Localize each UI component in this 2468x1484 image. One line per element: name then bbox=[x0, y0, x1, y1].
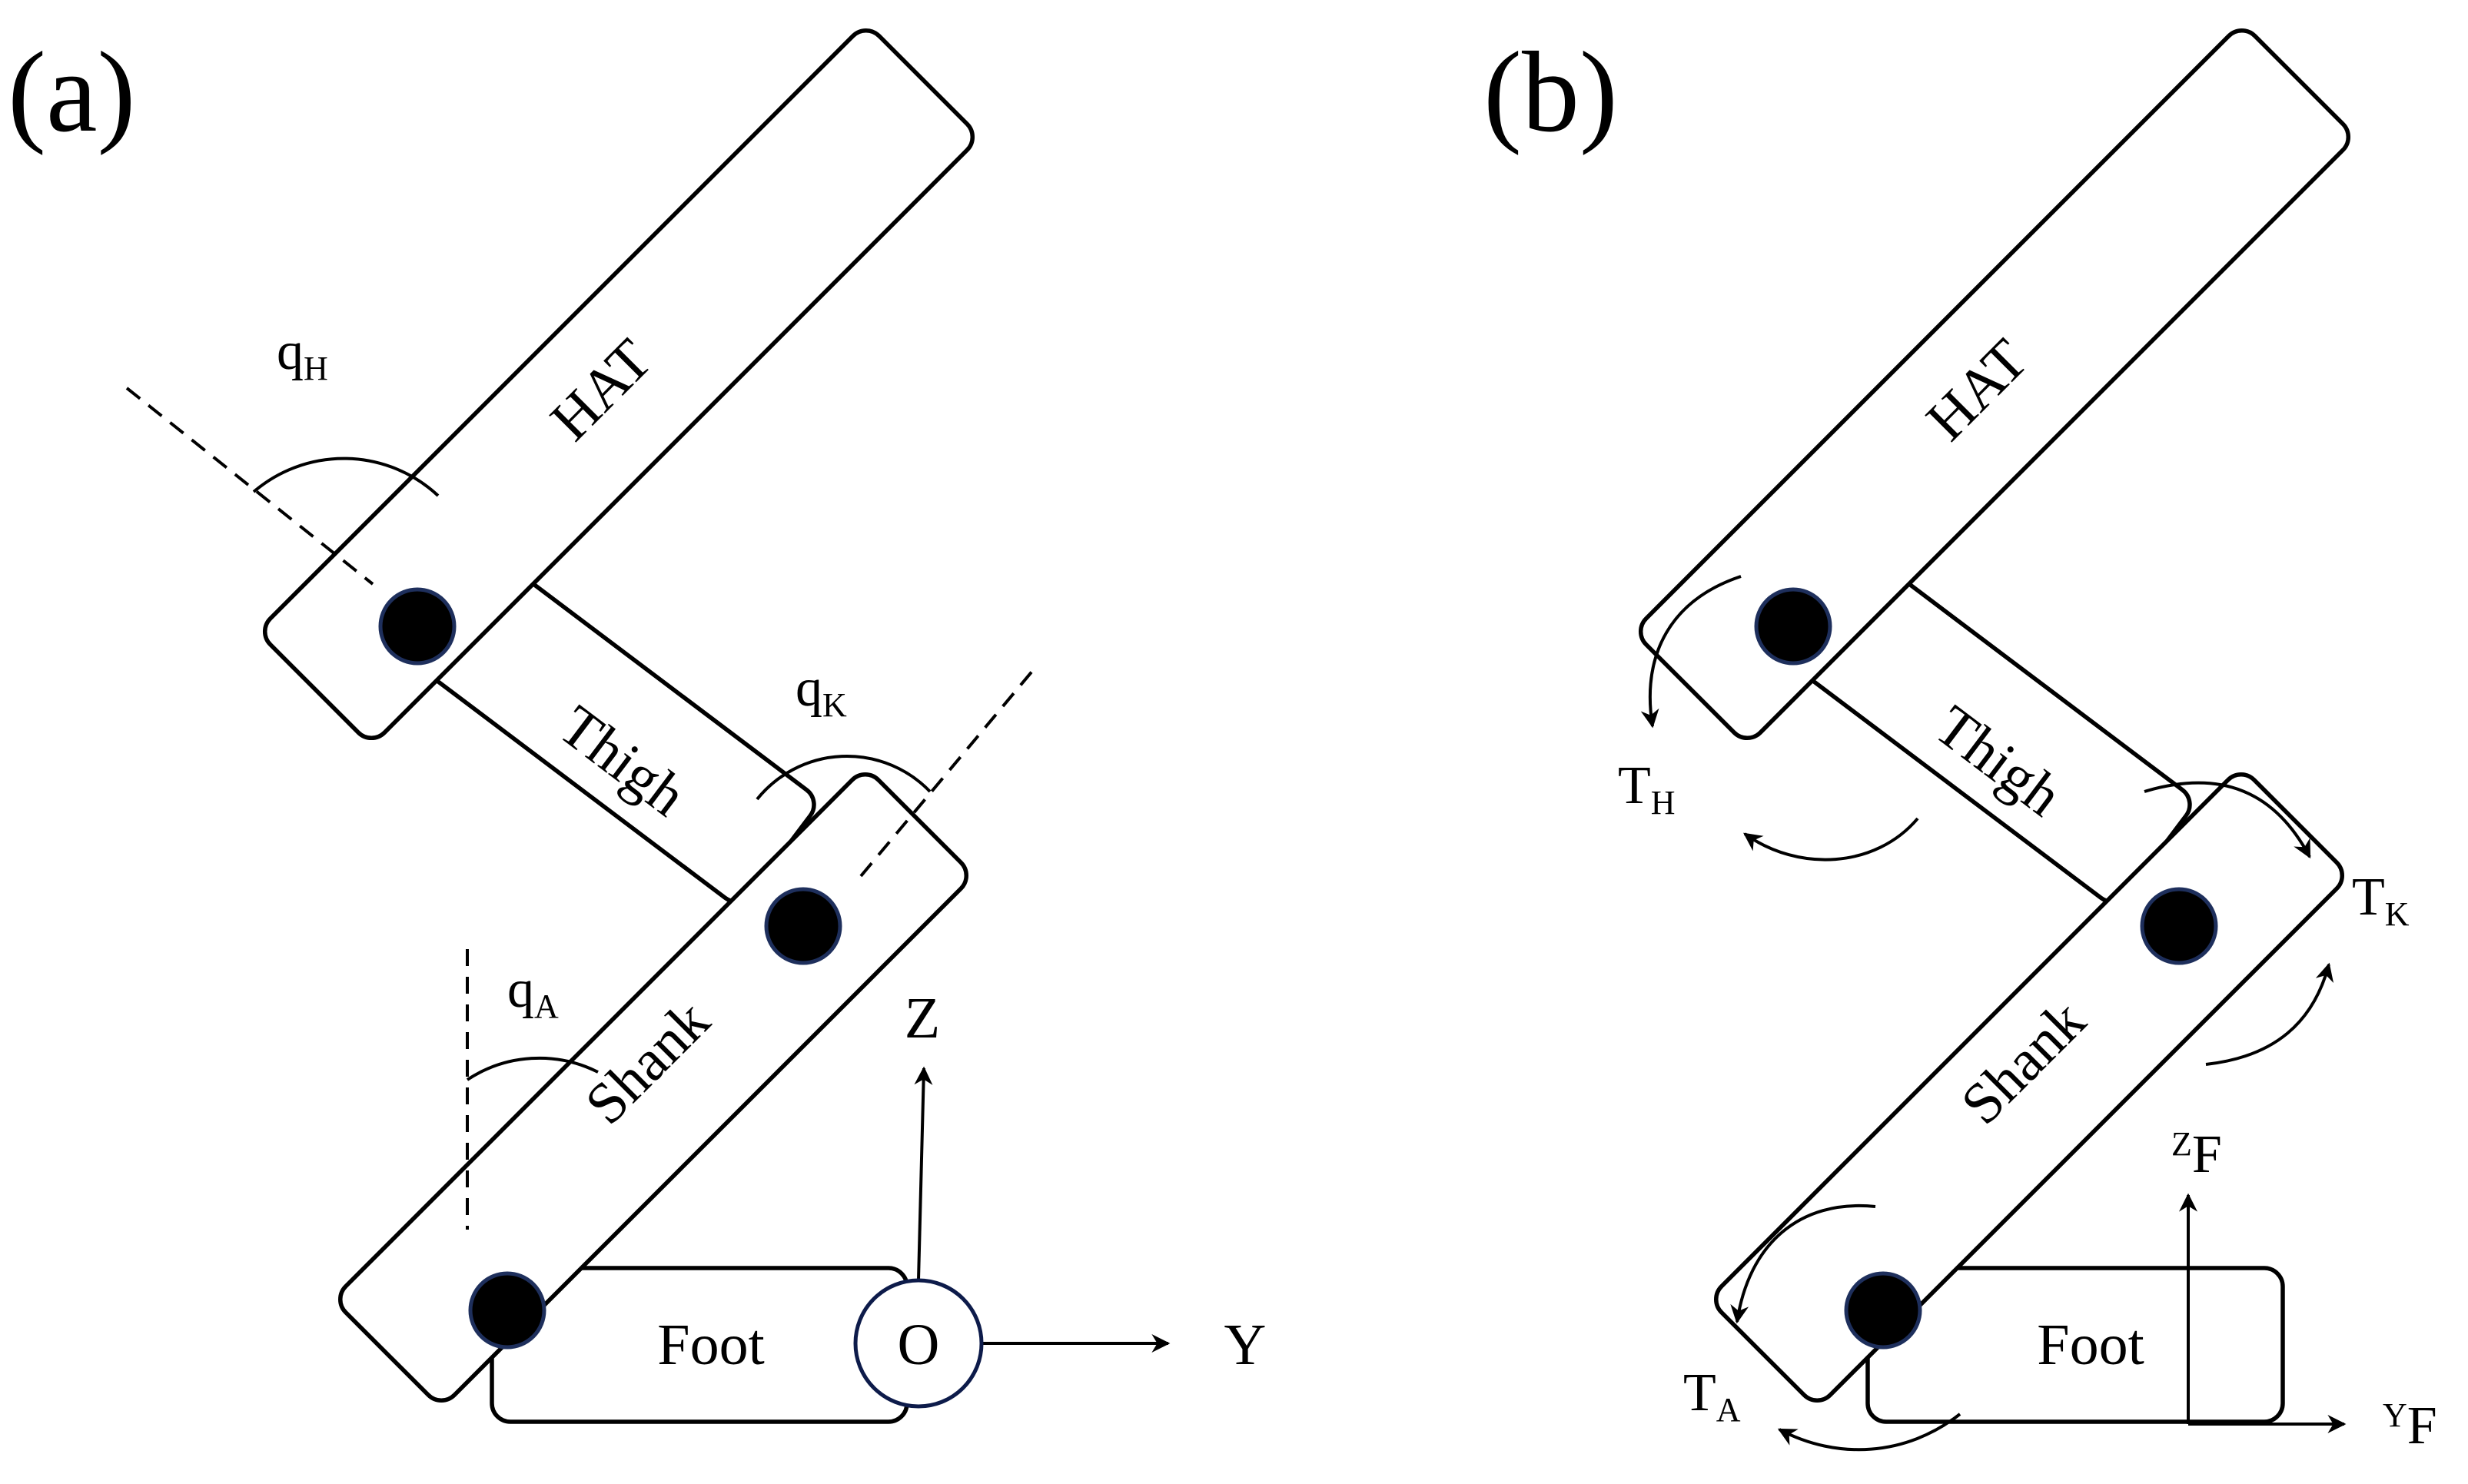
hip-reaction-torque-arrow bbox=[1743, 817, 1919, 862]
ankle-joint bbox=[468, 1271, 546, 1350]
knee-angle-symbol: qK bbox=[796, 659, 847, 724]
hip-torque-symbol: TH bbox=[1618, 756, 1676, 822]
hip-angle-symbol: qH bbox=[277, 322, 328, 387]
z-axis-label: Z bbox=[905, 986, 940, 1051]
hip-joint bbox=[378, 587, 457, 666]
knee-torque-symbol: TK bbox=[2352, 868, 2410, 933]
hip-torque-arrow bbox=[1640, 575, 1742, 729]
hip-reference-dashed-line bbox=[125, 387, 374, 586]
panel-a-label: (a) bbox=[8, 28, 135, 156]
foot-label: Foot bbox=[657, 1313, 764, 1377]
horizontal-force-label: YF bbox=[2383, 1396, 2437, 1456]
hat-segment bbox=[1638, 28, 2351, 741]
hip-joint bbox=[1754, 587, 1832, 666]
panel-b-label: (b) bbox=[1483, 28, 1618, 156]
foot-label: Foot bbox=[2037, 1313, 2144, 1377]
z-axis-arrow bbox=[914, 1066, 933, 1280]
ankle-reaction-torque-arrow bbox=[1777, 1413, 1961, 1452]
origin-label: O bbox=[898, 1313, 940, 1377]
y-axis-label: Y bbox=[1224, 1313, 1267, 1377]
ankle-angle-arc bbox=[466, 1056, 599, 1081]
hat-segment bbox=[262, 28, 975, 741]
knee-reaction-torque-arrow bbox=[2205, 962, 2334, 1066]
ankle-angle-symbol: qA bbox=[507, 960, 559, 1025]
ankle-torque-symbol: TA bbox=[1683, 1363, 1741, 1429]
ankle-torque-arrow bbox=[1730, 1203, 1876, 1324]
hip-angle-arc bbox=[252, 456, 440, 497]
origin-marker bbox=[853, 1278, 984, 1409]
ankle-joint bbox=[1844, 1271, 1922, 1350]
vertical-force-label: ZF bbox=[2171, 1125, 2222, 1184]
knee-reference-dashed-line bbox=[859, 663, 1039, 878]
knee-angle-arc bbox=[756, 755, 932, 801]
knee-torque-arrow bbox=[2144, 781, 2311, 859]
panel-b: (b) Thigh Foot Shank HAT TH TK bbox=[1483, 28, 2437, 1456]
panel-a: (a) Thigh Foot Shank HAT qH qK bbox=[8, 28, 1267, 1424]
knee-joint bbox=[2140, 887, 2218, 965]
knee-joint bbox=[764, 887, 842, 965]
